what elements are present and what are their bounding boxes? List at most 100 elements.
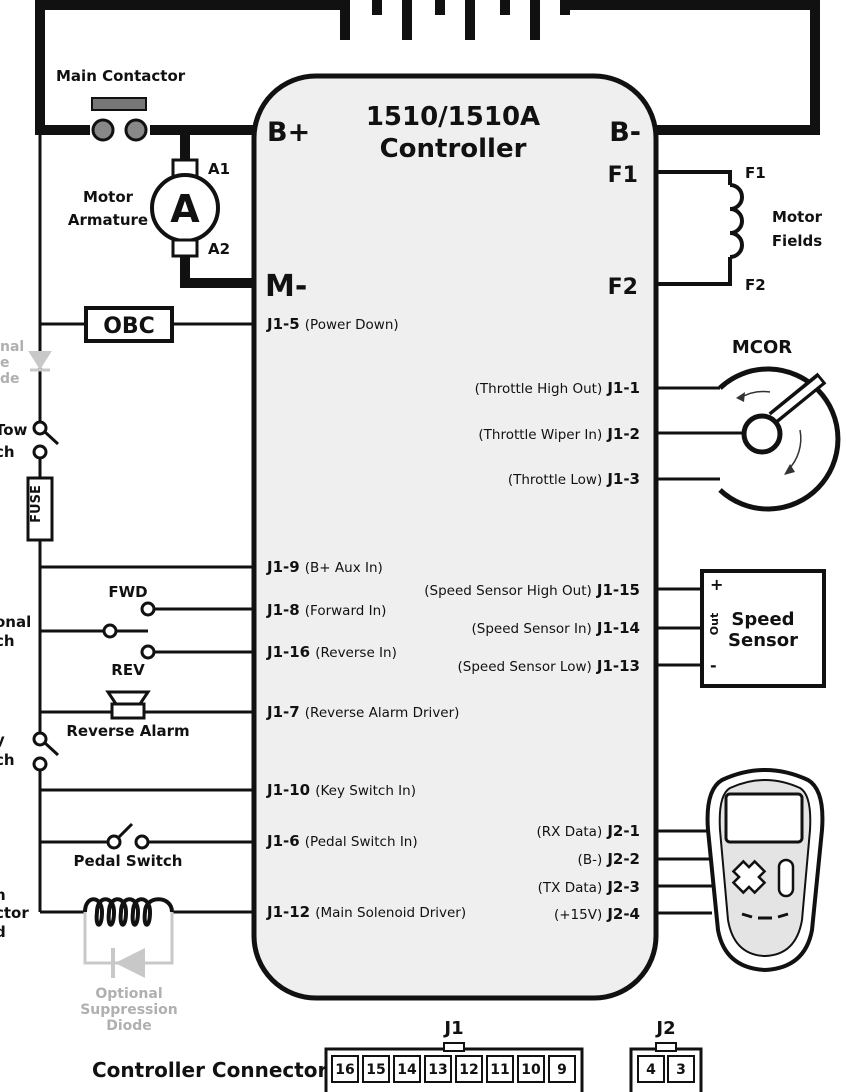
cut-labels: nal e de Tow ch onal ch y ch n ctor d (0, 339, 31, 941)
pin-label-j1-13: (Speed Sensor Low) J1-13 (457, 656, 640, 675)
direction-switch: FWD REV (40, 583, 255, 679)
optional-suppression-diode: Optional Suppression Diode (80, 912, 178, 1034)
pin-label-j1-3: (Throttle Low) J1-3 (508, 469, 640, 488)
obc-label: OBC (103, 314, 155, 339)
pin-label-j1-8: J1-8 (Forward In) (266, 600, 386, 619)
field-f1-label: F1 (745, 164, 766, 182)
controller-connectors-label: Controller Connectors (92, 1058, 339, 1082)
pin-label-j2-2: (B-) J2-2 (578, 849, 640, 868)
pin-label-j1-7: J1-7 (Reverse Alarm Driver) (266, 702, 459, 721)
pin-name: J1-2 (606, 425, 640, 443)
pin-name: J1-3 (606, 470, 640, 488)
motor-fields-label-1: Motor (772, 208, 823, 226)
pin-desc: (Key Switch In) (315, 783, 416, 799)
j1-pin-number: 16 (335, 1062, 354, 1078)
pin-name: J1-14 (596, 619, 640, 637)
pin-label-j1-12: J1-12 (Main Solenoid Driver) (266, 902, 466, 921)
pin-label-j1-15: (Speed Sensor High Out) J1-15 (424, 580, 640, 599)
opt-diode-label-2: Suppression (80, 1002, 178, 1018)
pedal-switch: Pedal Switch (40, 822, 255, 870)
pin-desc: (Main Solenoid Driver) (315, 905, 466, 921)
pin-label-j1-2: (Throttle Wiper In) J1-2 (478, 424, 640, 443)
speed-sensor-label-1: Speed (731, 609, 794, 630)
pin-name: J2-4 (606, 905, 640, 923)
sensor-out: Out (708, 613, 721, 635)
pin-name: J1-12 (266, 903, 310, 921)
pin-desc: (Throttle Low) (508, 472, 602, 488)
cut-label: y (0, 731, 5, 749)
sensor-minus: - (710, 656, 717, 675)
pin-label-j1-10: J1-10 (Key Switch In) (266, 780, 416, 799)
cut-label: ch (0, 443, 15, 461)
armature-symbol: A (170, 187, 200, 231)
opt-diode-label-1: Optional (95, 986, 162, 1002)
pin-desc: (+15V) (554, 907, 602, 923)
cut-label: d (0, 923, 6, 941)
a2-label: A2 (208, 240, 230, 258)
main-solenoid-coil (40, 897, 255, 927)
pin-name: J1-6 (266, 832, 300, 850)
pin-desc: (Pedal Switch In) (305, 834, 418, 850)
obc: OBC (40, 306, 255, 343)
pin-desc: (Reverse Alarm Driver) (305, 705, 460, 721)
pin-label-j1-9: J1-9 (B+ Aux In) (266, 557, 383, 576)
terminal-m-minus: M- (265, 269, 307, 304)
cut-label: ctor (0, 904, 29, 922)
pin-name: J2-3 (606, 878, 640, 896)
cut-label: n (0, 886, 6, 904)
pin-name: J1-9 (266, 558, 300, 576)
pin-desc: (Forward In) (305, 603, 387, 619)
pin-desc: (B+ Aux In) (305, 560, 383, 576)
pin-desc: (TX Data) (538, 880, 603, 896)
j2-label: J2 (654, 1018, 675, 1039)
right-pin-labels: (Throttle High Out) J1-1 (Throttle Wiper… (424, 378, 640, 923)
speed-sensor: + Out - Speed Sensor (650, 569, 826, 688)
pin-label-j1-16: J1-16 (Reverse In) (266, 642, 397, 661)
pin-label-j2-4: (+15V) J2-4 (554, 904, 640, 923)
mcor-throttle: MCOR (650, 337, 841, 512)
j1-pins: 16 15 14 13 12 11 10 9 (331, 1055, 576, 1083)
speed-sensor-label-2: Sensor (728, 630, 798, 651)
terminal-f2: F2 (608, 275, 638, 300)
terminal-b-minus: B- (609, 117, 641, 148)
a1-label: A1 (208, 160, 230, 178)
cut-label: e (0, 355, 10, 371)
optional-diode-upper (28, 351, 52, 372)
pin-desc: (B-) (578, 852, 603, 868)
pin-name: J1-16 (266, 643, 310, 661)
field-f2-label: F2 (745, 276, 766, 294)
terminal-f1: F1 (608, 163, 638, 188)
fuse: FUSE (26, 476, 54, 542)
j2-pin-number: 3 (676, 1062, 686, 1078)
cut-label: de (0, 371, 20, 387)
mcor-label: MCOR (732, 337, 792, 358)
motor-armature-label-2: Armature (68, 211, 148, 229)
sensor-plus: + (710, 575, 723, 594)
j1-pin-number: 15 (366, 1062, 385, 1078)
pin-desc: (Throttle Wiper In) (478, 427, 602, 443)
left-pin-labels: J1-5 (Power Down) J1-9 (B+ Aux In) J1-8 … (266, 314, 466, 921)
j1-pin-number: 10 (521, 1062, 541, 1078)
pin-label-j1-5: J1-5 (Power Down) (266, 314, 399, 333)
j1-pin-number: 12 (459, 1062, 478, 1078)
battery-wiring (35, 0, 820, 135)
j1-label: J1 (442, 1018, 463, 1039)
controller-title-1: 1510/1510A (366, 102, 540, 132)
pin-desc: (Speed Sensor Low) (457, 659, 591, 675)
terminal-b-plus: B+ (267, 117, 310, 148)
j1-pin-number: 11 (490, 1062, 509, 1078)
controller-body: 1510/1510A Controller B+ B- M- F1 F2 (251, 73, 659, 1001)
controller-connectors: Controller Connectors J1 J2 16 15 14 13 … (92, 1018, 703, 1092)
key-switch (32, 731, 60, 772)
cut-label: ch (0, 632, 15, 650)
pin-name: J1-15 (596, 581, 640, 599)
cut-label: Tow (0, 421, 28, 439)
pin-label-j1-1: (Throttle High Out) J1-1 (475, 378, 640, 397)
pin-desc: (Speed Sensor In) (472, 621, 592, 637)
pin-desc: (RX Data) (537, 824, 603, 840)
controller-title-2: Controller (380, 134, 527, 164)
pin-name: J1-1 (606, 379, 640, 397)
rev-label: REV (111, 661, 145, 679)
pin-name: J1-13 (596, 657, 640, 675)
